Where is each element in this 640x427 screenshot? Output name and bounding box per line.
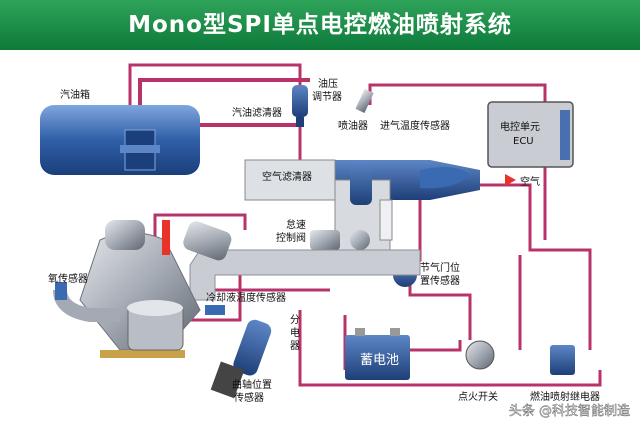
diagram-canvas: 汽油箱 汽油滤清器 油压 调节器 喷油器 进气温度传感器 电控单元 ECU 空气… (40, 63, 630, 419)
ignition-switch-icon (465, 340, 495, 370)
fuel-lines (138, 78, 310, 127)
label-ecu-2: ECU (513, 136, 534, 147)
label-air: 空气 (520, 175, 540, 188)
label-distributor-1: 分 (290, 314, 300, 326)
fuel-tank (40, 105, 200, 175)
label-intake-temp-sensor: 进气温度传感器 (380, 119, 450, 132)
ecu-box (487, 101, 574, 168)
label-crank-sensor-1: 曲轴位置 (232, 378, 272, 391)
label-idle-valve-1: 怠速 (286, 218, 306, 231)
battery-icon (345, 328, 410, 380)
fuel-filter-icon (292, 85, 308, 127)
label-throttle-sensor-1: 节气门位 (420, 261, 460, 274)
label-crank-sensor-2: 传感器 (234, 391, 264, 404)
label-air-filter: 空气滤清器 (262, 170, 312, 183)
idle-valve-icon (310, 230, 340, 250)
label-battery: 蓄电池 (360, 353, 399, 368)
injection-relay-icon (550, 345, 575, 375)
label-ignition-switch: 点火开关 (458, 390, 498, 403)
label-injection-relay: 燃油喷射继电器 (530, 390, 600, 403)
label-distributor-3: 器 (290, 340, 300, 352)
intake-manifold (189, 249, 421, 301)
label-fuel-tank: 汽油箱 (60, 88, 90, 101)
coolant-sensor-icon (205, 305, 225, 315)
label-idle-valve-2: 控制阀 (276, 231, 306, 244)
label-ecu-1: 电控单元 (500, 120, 540, 133)
label-pressure-regulator-1: 油压 (318, 77, 338, 90)
distributor-icon (210, 319, 272, 399)
pressure-regulator-icon (355, 88, 374, 113)
label-fuel-filter: 汽油滤清器 (232, 106, 282, 119)
label-injector: 喷油器 (338, 119, 368, 132)
label-throttle-sensor-2: 置传感器 (420, 274, 460, 287)
label-pressure-regulator-2: 调节器 (312, 91, 342, 103)
title-banner: Mono型SPI单点电控燃油喷射系统 (0, 0, 640, 50)
label-oxygen-sensor: 氧传感器 (48, 272, 88, 285)
page-title: Mono型SPI单点电控燃油喷射系统 (128, 12, 512, 38)
watermark: 头条 @科技智能制造 (509, 403, 630, 419)
label-distributor-2: 电 (290, 326, 300, 339)
label-coolant-temp-sensor: 冷却液温度传感器 (206, 291, 286, 304)
exhaust-pipe (53, 282, 120, 322)
